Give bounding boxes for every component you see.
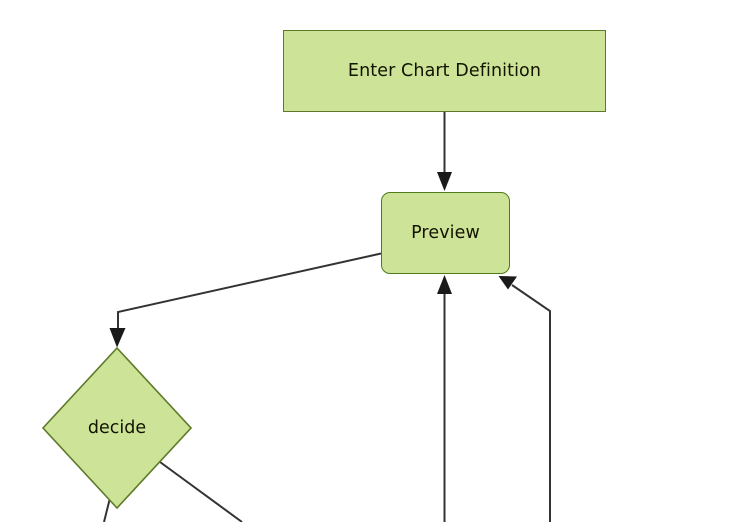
node-decide[interactable]: decide: [42, 347, 192, 509]
edge-preview-to-decide: [109, 252, 382, 348]
node-preview[interactable]: Preview: [381, 192, 510, 274]
node-label: Preview: [411, 222, 480, 243]
edge-enter-to-preview: [437, 112, 452, 191]
node-label: Enter Chart Definition: [347, 60, 542, 81]
edge-decide-out-right: [159, 461, 243, 522]
edge-bottom-center-to-preview: [437, 275, 452, 522]
diamond-shape: [42, 347, 192, 509]
edge-bottom-right-to-preview: [498, 276, 551, 522]
edge-decide-out-left: [103, 497, 111, 522]
node-enter-chart-definition[interactable]: Enter Chart Definition: [283, 30, 606, 112]
